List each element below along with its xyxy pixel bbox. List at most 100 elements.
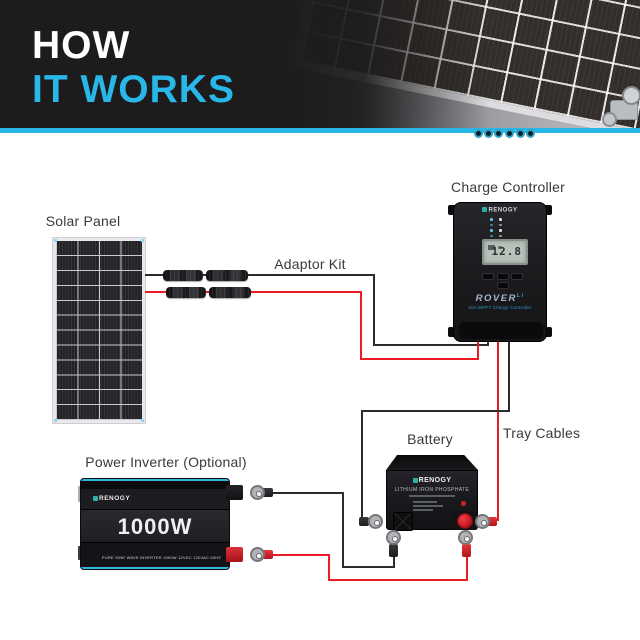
panel-corner-dot (54, 419, 57, 422)
inverter-footnote: PURE SINE WAVE INVERTER 1000W 12VDC 120V… (101, 555, 221, 560)
panel-corner-dot (54, 239, 57, 242)
terminal-pv-positive-icon (473, 129, 483, 138)
terminal-load-negative-icon (526, 129, 535, 138)
inverter-upper-band: RENOGY (81, 489, 229, 510)
wire-crimp (486, 517, 497, 526)
inverter-negative-wire (342, 566, 395, 568)
pv-positive-wire (145, 291, 361, 293)
inverter-negative-wire (342, 492, 344, 568)
lcd-panel-icon (488, 245, 495, 250)
wire-crimp (262, 488, 273, 497)
battery-front-face: RENOGY LITHIUM IRON PHOSPHATE (386, 470, 478, 531)
tray-cable-negative (361, 410, 363, 520)
roof-mount-bolt (622, 86, 640, 105)
inverter-power-rating: 1000W (117, 514, 193, 539)
battery-spec-line (413, 501, 437, 503)
power-inverter-illustration: RENOGY 1000W PURE SINE WAVE INVERTER 100… (80, 478, 230, 570)
solar-panel-photo (280, 0, 640, 128)
pv-negative-wire (373, 274, 375, 346)
battery-negative-terminal (393, 512, 413, 531)
inverter-top-cap (81, 481, 229, 489)
panel-corner-dot (141, 239, 144, 242)
inverter-lower-band: PURE SINE WAVE INVERTER 1000W 12VDC 120V… (81, 543, 229, 569)
inverter-positive-wire (328, 579, 468, 581)
charge-controller-label: Charge Controller (451, 179, 565, 195)
controller-model-text: ROVERLi (475, 293, 525, 305)
inverter-negative-post (226, 485, 243, 500)
battery-chemistry-text: LITHIUM IRON PHOSPHATE (394, 487, 470, 493)
charge-controller-illustration: RENOGY 12.8 ROVERLi 20A MPPT Charge Cont… (453, 202, 547, 342)
terminal-pv-negative-icon (483, 129, 493, 138)
lcd-voltage-value: 12.8 (491, 245, 522, 258)
inverter-positive-wire (466, 555, 468, 581)
wire-crimp (461, 544, 471, 557)
ring-terminal-icon (458, 530, 473, 545)
ring-terminal-icon (250, 547, 265, 562)
inverter-positive-wire (328, 554, 330, 581)
photo-fade-overlay (280, 0, 490, 128)
tray-cable-negative (361, 410, 510, 412)
solar-panel-cells (56, 241, 142, 420)
terminal-load-positive-icon (515, 129, 525, 138)
battery-spec-line (413, 505, 443, 507)
inverter-mid-band: 1000W (81, 510, 229, 543)
ring-terminal-icon (250, 485, 265, 500)
renogy-logo-icon (412, 477, 418, 483)
ring-terminal-icon (475, 514, 490, 529)
battery-top-face (386, 455, 478, 470)
inverter-positive-wire (272, 554, 330, 556)
terminal-strip (459, 322, 543, 339)
tray-cable-negative (508, 337, 510, 412)
pv-positive-wire (360, 358, 479, 360)
solar-panel-label: Solar Panel (45, 213, 121, 229)
tray-cables-label: Tray Cables (503, 425, 581, 441)
controller-left-button (482, 273, 494, 280)
mc4-connector (209, 287, 251, 298)
controller-down-button (496, 282, 509, 289)
wire-crimp (359, 517, 369, 526)
title-line-1: HOW (32, 24, 131, 67)
lcd-unit-icon (498, 246, 502, 249)
accent-divider (0, 128, 640, 133)
solar-panel-illustration (52, 237, 146, 424)
panel-corner-dot (141, 419, 144, 422)
battery-spec-line (413, 509, 433, 511)
renogy-logo: RENOGY (454, 207, 546, 214)
pv-negative-wire (145, 274, 375, 276)
tray-cable-positive (497, 337, 499, 521)
controller-right-button (511, 273, 523, 280)
mc4-connector (206, 270, 248, 281)
adaptor-kit-label: Adaptor Kit (274, 256, 346, 272)
battery-fine-print (409, 495, 455, 497)
power-inverter-label: Power Inverter (Optional) (85, 454, 247, 470)
inverter-negative-wire (393, 555, 395, 568)
pv-positive-wire (477, 337, 479, 360)
header-banner: HOW IT WORKS (0, 0, 640, 128)
renogy-logo-icon (482, 207, 488, 212)
inverter-negative-wire (272, 492, 344, 494)
renogy-logo: RENOGY (93, 495, 130, 502)
mc4-connector (166, 287, 206, 298)
battery-illustration: RENOGY LITHIUM IRON PHOSPHATE (386, 455, 478, 531)
wire-crimp (389, 544, 398, 557)
battery-positive-terminal (457, 513, 473, 529)
lcd-display: 12.8 (482, 239, 528, 265)
terminal-battery-positive-icon (494, 129, 503, 138)
inverter-positive-post (226, 547, 243, 562)
ring-terminal-icon (368, 514, 383, 529)
pv-positive-wire (360, 291, 362, 360)
pv-negative-wire (373, 344, 489, 346)
roof-mount-bolt (602, 112, 617, 127)
inverter-accent-line (81, 479, 229, 481)
inverter-accent-line (81, 567, 229, 569)
battery-indicator-dot (461, 501, 466, 506)
battery-label: Battery (407, 431, 453, 447)
ring-terminal-icon (386, 530, 401, 545)
mc4-connector (163, 270, 203, 281)
renogy-logo-icon (93, 495, 98, 501)
terminal-battery-negative-icon (504, 129, 514, 138)
controller-up-button (496, 273, 509, 280)
status-led-icons (490, 218, 502, 237)
title-line-2: IT WORKS (32, 68, 235, 111)
